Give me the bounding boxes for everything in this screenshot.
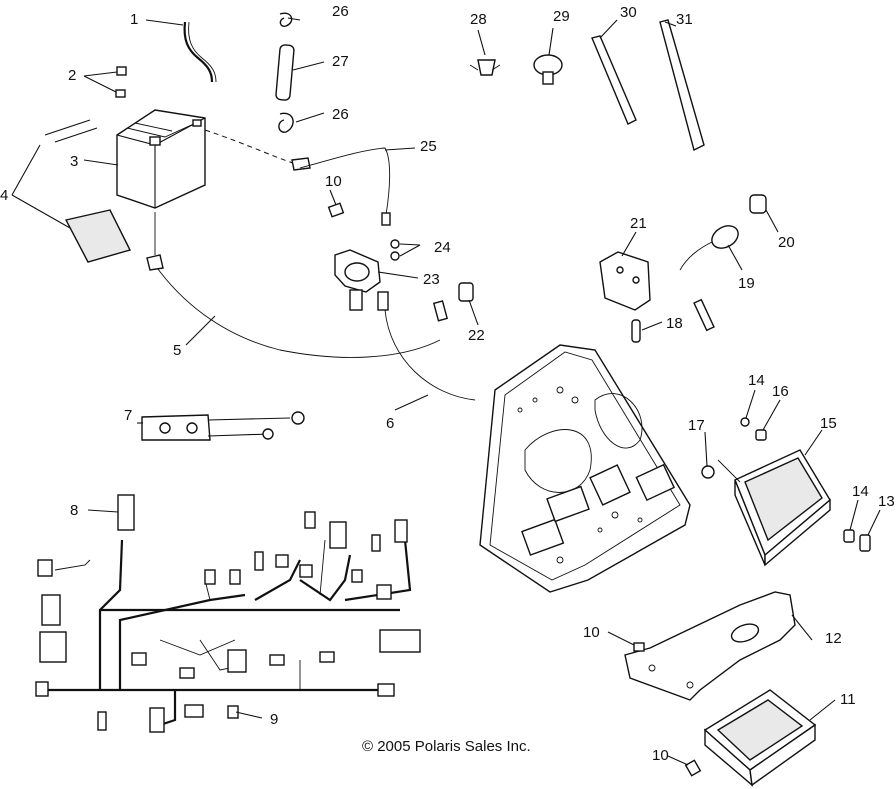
callout-14-upper: 14: [748, 372, 765, 389]
part-battery-pads: [44, 119, 132, 263]
callout-31: 31: [676, 11, 693, 28]
callout-1: 1: [130, 11, 138, 28]
callout-7: 7: [124, 407, 132, 424]
part-battery: [116, 109, 206, 209]
part-terminal-screws: [115, 66, 127, 98]
part-grommet: [749, 194, 767, 214]
part-cable-tie-short: [591, 35, 637, 125]
part-flasher: [679, 225, 739, 332]
callout-28: 28: [470, 11, 487, 28]
part-control-module: [734, 449, 831, 567]
callout-5: 5: [173, 342, 181, 359]
part-battery-strap: [275, 12, 295, 133]
callout-18: 18: [666, 315, 683, 332]
callout-17: 17: [688, 417, 705, 434]
callout-25: 25: [420, 138, 437, 155]
part-cdi-module: [684, 689, 817, 787]
part-module-bracket: [624, 591, 796, 701]
leader-lines: [11, 17, 881, 766]
part-bolt-upper: [327, 202, 345, 218]
callout-9: 9: [270, 711, 278, 728]
callout-11: 11: [840, 691, 856, 708]
callout-10-upper: 10: [325, 173, 342, 190]
callout-3: 3: [70, 153, 78, 170]
part-mounting-panel: [479, 344, 691, 593]
callout-16: 16: [772, 383, 789, 400]
callout-2: 2: [68, 67, 76, 84]
harness-connectors: [35, 494, 421, 733]
callout-21: 21: [630, 215, 647, 232]
part-relay-bracket: [599, 251, 651, 311]
callout-26-lower: 26: [332, 106, 349, 123]
callout-6: 6: [386, 415, 394, 432]
callout-10-middle: 10: [583, 624, 600, 641]
part-fuse: [631, 319, 641, 343]
panel-holes: [517, 386, 643, 564]
part-push-rivet: [469, 59, 501, 76]
part-battery-cables: [146, 129, 449, 358]
part-ground-cable: [141, 411, 305, 441]
part-main-wiring-harness: [35, 494, 421, 733]
callout-23: 23: [423, 271, 440, 288]
part-vent-hose: [183, 21, 217, 83]
callout-14-lower: 14: [852, 483, 869, 500]
callout-12: 12: [825, 630, 842, 647]
callout-numbers: 1 2 3 4 5 6 7 8 9 10 10 10 11 12 13 14 1…: [0, 3, 895, 764]
part-cable-tie-long: [659, 19, 705, 152]
copyright-notice: © 2005 Polaris Sales Inc.: [362, 738, 531, 755]
callout-22: 22: [468, 327, 485, 344]
callout-27: 27: [332, 53, 349, 70]
part-starter-solenoid: [334, 239, 400, 311]
callout-8: 8: [70, 502, 78, 519]
callout-15: 15: [820, 415, 837, 432]
callout-29: 29: [553, 8, 570, 25]
callout-13: 13: [878, 493, 895, 510]
part-starter-cable: [377, 291, 476, 401]
callout-4: 4: [0, 187, 8, 204]
callout-26-upper: 26: [332, 3, 349, 20]
callout-30: 30: [620, 4, 637, 21]
part-washers: [701, 417, 871, 552]
callout-19: 19: [738, 275, 755, 292]
callout-24: 24: [434, 239, 451, 256]
callout-10-lower: 10: [652, 747, 669, 764]
callout-20: 20: [778, 234, 795, 251]
part-wire-clip: [533, 54, 563, 85]
part-terminal-boot: [458, 282, 474, 302]
